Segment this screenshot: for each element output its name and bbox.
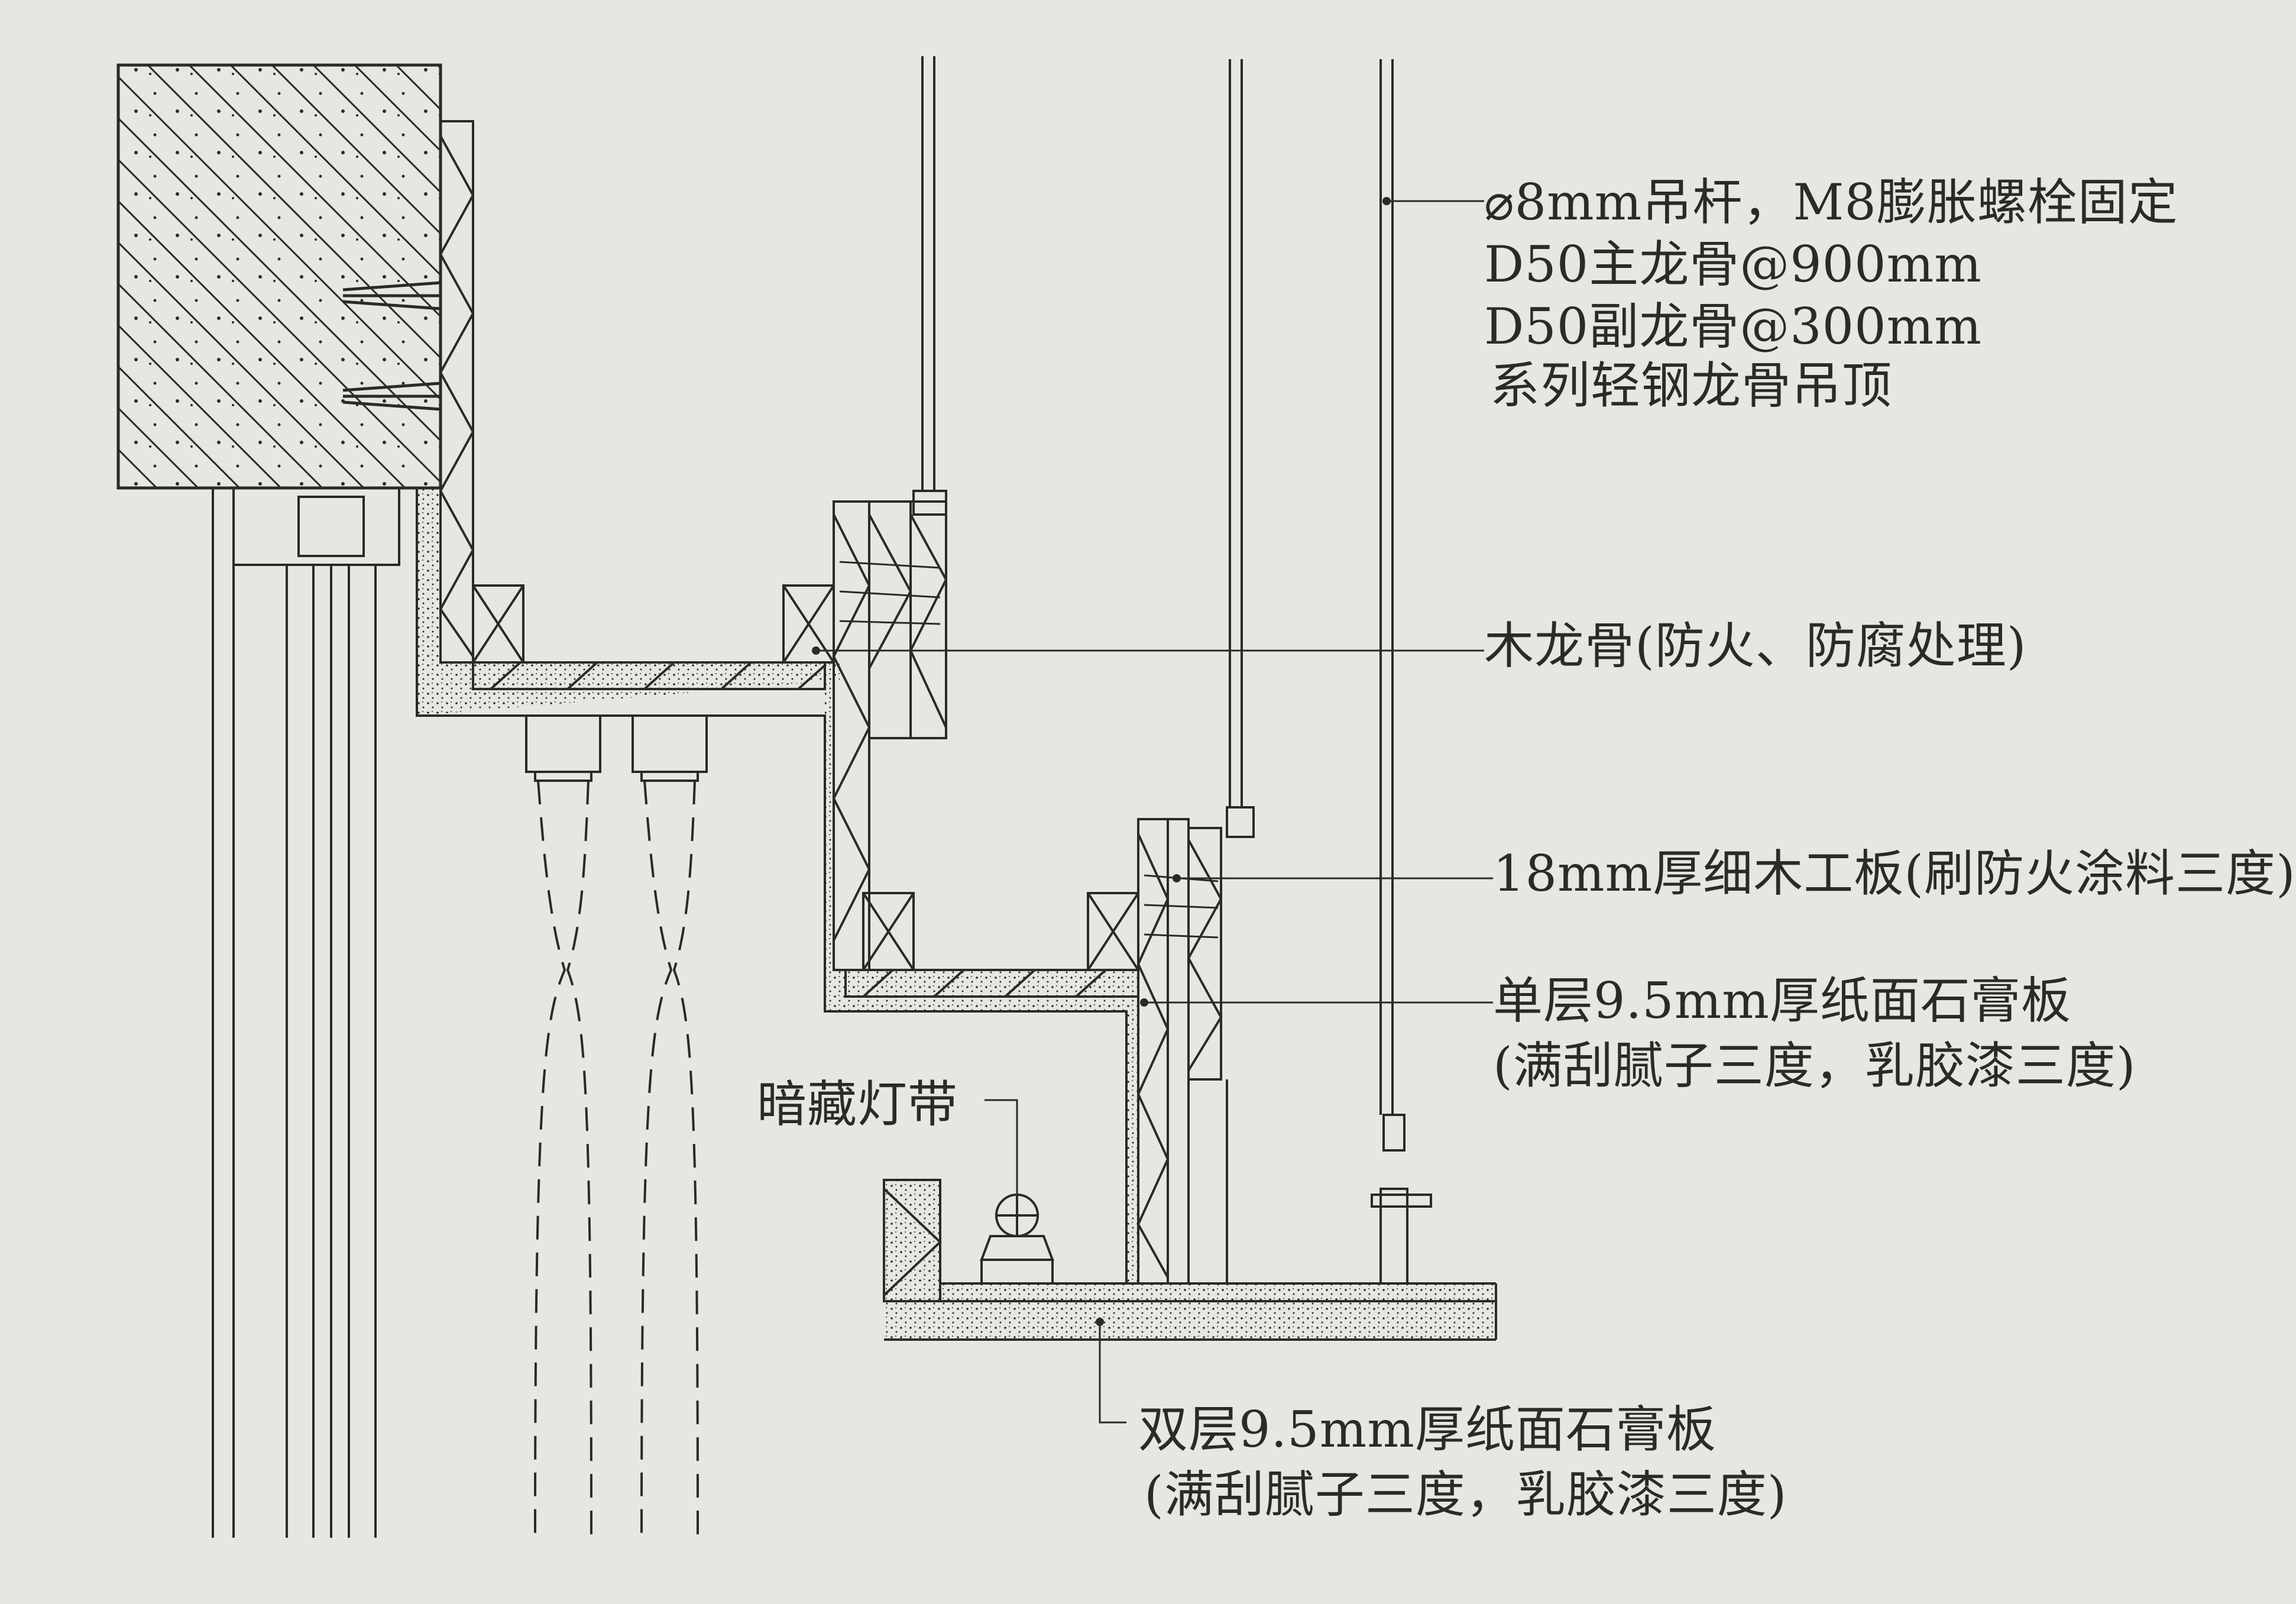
wall-plywood bbox=[439, 120, 475, 664]
concrete-wall bbox=[116, 63, 442, 490]
light-cove bbox=[883, 1179, 1497, 1341]
lower-plywood bbox=[1126, 806, 1255, 1285]
suspension-note-line1: ⌀8mm吊杆，M8膨胀螺栓固定 bbox=[1484, 173, 2178, 231]
double-board-note-line1: 双层9.5mm厚纸面石膏板 bbox=[1138, 1401, 1717, 1459]
middle-step bbox=[825, 674, 1139, 1283]
double-board-note-line2: (满刮腻子三度，乳胶漆三度) bbox=[1144, 1466, 1787, 1524]
light-strip-note: 暗藏灯带 bbox=[757, 1075, 958, 1133]
leader-lines bbox=[812, 197, 1493, 1424]
suspension-note-line3: D50副龙骨@300mm bbox=[1484, 297, 1982, 355]
suspension-rods bbox=[921, 56, 1432, 1285]
middle-plywood bbox=[832, 490, 948, 971]
curtain-track bbox=[525, 714, 708, 782]
curtains bbox=[534, 780, 699, 1538]
single-board-note-line1: 单层9.5mm厚纸面石膏板 bbox=[1493, 972, 2071, 1030]
wood-keel-note: 木龙骨(防火、防腐处理) bbox=[1484, 617, 2027, 675]
single-board-note-line2: (满刮腻子三度，乳胶漆三度) bbox=[1493, 1037, 2136, 1095]
upper-step bbox=[416, 488, 860, 1013]
light-fixture bbox=[980, 1194, 1054, 1285]
window-frame bbox=[212, 487, 400, 1538]
suspension-note-line2: D50主龙骨@900mm bbox=[1484, 235, 1982, 293]
plywood-note: 18mm厚细木工板(刷防火涂料三度) bbox=[1493, 845, 2296, 903]
suspension-note-line4: 系列轻钢龙骨吊顶 bbox=[1490, 357, 1893, 415]
